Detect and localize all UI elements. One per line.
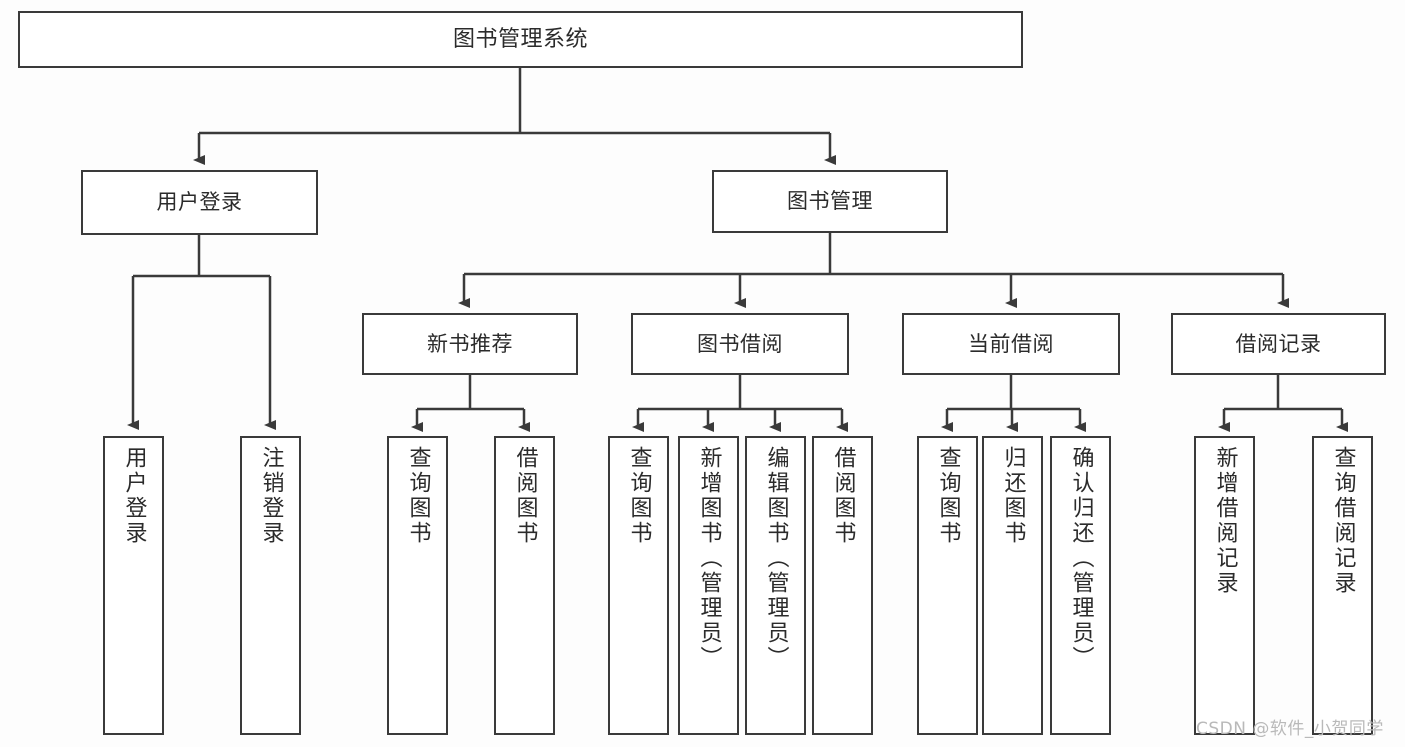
node-leaf-user-logout[interactable]: 注销登录 bbox=[240, 436, 301, 735]
node-leaf-user-login-label: 用户登录 bbox=[121, 446, 147, 546]
node-new-book-recommend-label: 新书推荐 bbox=[427, 331, 513, 356]
node-leaf-query-book-1-label: 查询图书 bbox=[405, 446, 431, 546]
node-leaf-query-book-3[interactable]: 查询图书 bbox=[917, 436, 978, 735]
node-book-manage[interactable]: 图书管理 bbox=[712, 170, 948, 233]
node-leaf-borrow-book-1[interactable]: 借阅图书 bbox=[494, 436, 555, 735]
node-user-login[interactable]: 用户登录 bbox=[81, 170, 318, 235]
node-new-book-recommend[interactable]: 新书推荐 bbox=[362, 313, 578, 375]
node-leaf-query-record[interactable]: 查询借阅记录 bbox=[1312, 436, 1373, 735]
node-current-borrow[interactable]: 当前借阅 bbox=[902, 313, 1120, 375]
node-leaf-borrow-book-1-label: 借阅图书 bbox=[512, 446, 538, 546]
node-leaf-query-book-2-label: 查询图书 bbox=[626, 446, 652, 546]
node-leaf-return-book[interactable]: 归还图书 bbox=[982, 436, 1043, 735]
node-leaf-edit-book[interactable]: 编辑图书（管理员） bbox=[745, 436, 806, 735]
node-leaf-borrow-book-2-label: 借阅图书 bbox=[830, 446, 856, 546]
node-leaf-confirm-return-label: 确认归还（管理员） bbox=[1068, 446, 1094, 671]
watermark: CSDN @软件_小贺同学 bbox=[1196, 719, 1384, 739]
node-root-label: 图书管理系统 bbox=[452, 26, 588, 52]
node-leaf-add-record-label: 新增借阅记录 bbox=[1212, 446, 1238, 596]
node-leaf-borrow-book-2[interactable]: 借阅图书 bbox=[812, 436, 873, 735]
node-leaf-confirm-return[interactable]: 确认归还（管理员） bbox=[1050, 436, 1111, 735]
node-leaf-edit-book-label: 编辑图书（管理员） bbox=[763, 446, 789, 671]
node-book-borrow-label: 图书借阅 bbox=[697, 331, 783, 356]
node-leaf-query-book-3-label: 查询图书 bbox=[935, 446, 961, 546]
node-leaf-user-login[interactable]: 用户登录 bbox=[103, 436, 164, 735]
node-borrow-record[interactable]: 借阅记录 bbox=[1171, 313, 1386, 375]
node-user-login-label: 用户登录 bbox=[156, 190, 243, 215]
node-leaf-user-logout-label: 注销登录 bbox=[258, 446, 284, 546]
node-leaf-query-book-2[interactable]: 查询图书 bbox=[608, 436, 669, 735]
node-leaf-query-book-1[interactable]: 查询图书 bbox=[387, 436, 448, 735]
node-current-borrow-label: 当前借阅 bbox=[968, 331, 1054, 356]
node-leaf-query-record-label: 查询借阅记录 bbox=[1330, 446, 1356, 596]
node-leaf-return-book-label: 归还图书 bbox=[1000, 446, 1026, 546]
node-root[interactable]: 图书管理系统 bbox=[18, 11, 1023, 68]
node-leaf-add-record[interactable]: 新增借阅记录 bbox=[1194, 436, 1255, 735]
node-book-borrow[interactable]: 图书借阅 bbox=[631, 313, 849, 375]
node-leaf-add-book-label: 新增图书（管理员） bbox=[696, 446, 722, 671]
node-leaf-add-book[interactable]: 新增图书（管理员） bbox=[678, 436, 739, 735]
node-borrow-record-label: 借阅记录 bbox=[1235, 331, 1322, 356]
node-book-manage-label: 图书管理 bbox=[787, 189, 873, 214]
